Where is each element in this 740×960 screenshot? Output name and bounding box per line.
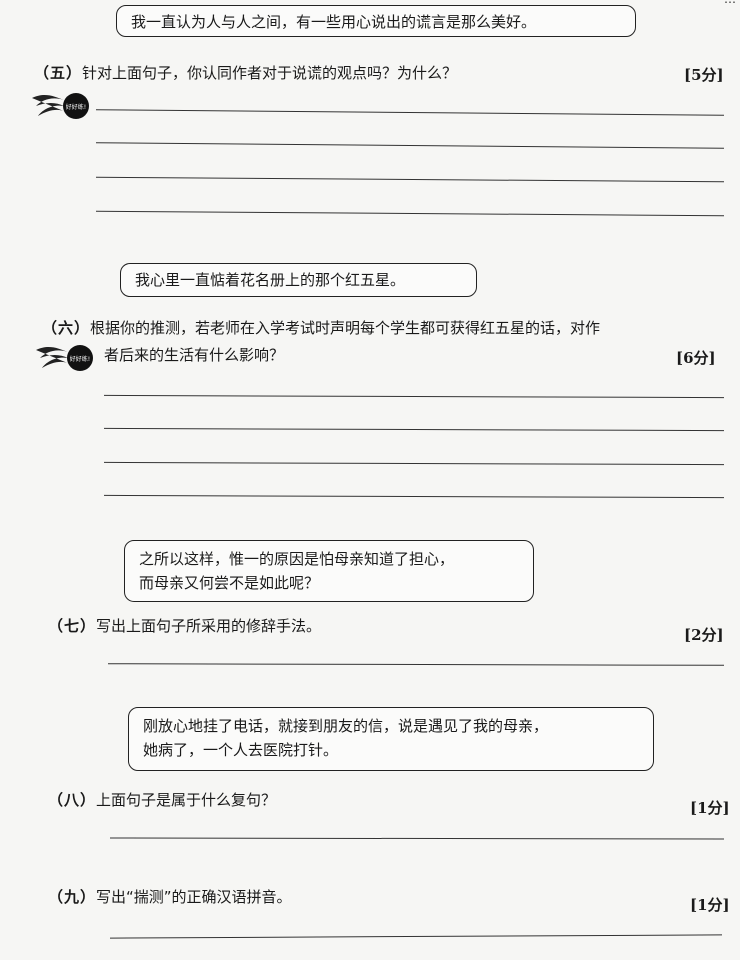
question-8: （八）上面句子是属于什么复句？ bbox=[48, 789, 276, 811]
quote-text-5: 我一直认为人与人之间，有一些用心说出的谎言是那么美好。 bbox=[131, 13, 537, 31]
quote-text-8b: 她病了，一个人去医院打针。 bbox=[143, 741, 339, 759]
question-6-line-1: （六）根据你的推测，若老师在入学考试时声明每个学生都可获得红五星的话，对作 bbox=[42, 317, 600, 339]
marks-8: [1分] bbox=[690, 799, 730, 817]
quote-box-8: 刚放心地挂了电话，就接到朋友的信，说是遇见了我的母亲， 她病了，一个人去医院打针… bbox=[128, 707, 654, 771]
answer-line[interactable] bbox=[96, 176, 724, 183]
question-number-7: （七） bbox=[48, 617, 97, 635]
fire-icon: 好好练! bbox=[32, 93, 89, 119]
answer-line[interactable] bbox=[104, 461, 724, 466]
fire-badge-text: 好好练! bbox=[66, 103, 86, 111]
answer-line[interactable] bbox=[104, 394, 724, 399]
quote-box-5: 我一直认为人与人之间，有一些用心说出的谎言是那么美好。 bbox=[116, 5, 636, 37]
quote-box-7: 之所以这样，惟一的原因是怕母亲知道了担心， 而母亲又何尝不是如此呢？ bbox=[124, 540, 534, 602]
question-text-6b: 者后来的生活有什么影响？ bbox=[104, 346, 285, 364]
question-9: （九）写出“揣测”的正确汉语拼音。 bbox=[48, 886, 292, 908]
question-number-6: （六） bbox=[42, 319, 91, 337]
question-6-line-2: 者后来的生活有什么影响？ bbox=[104, 344, 284, 366]
question-text-5: 针对上面句子，你认同作者对于说谎的观点吗？为什么？ bbox=[82, 64, 458, 82]
answer-line[interactable] bbox=[96, 109, 724, 116]
quote-box-6: 我心里一直惦着花名册上的那个红五星。 bbox=[120, 263, 477, 297]
question-text-8: 上面句子是属于什么复句？ bbox=[96, 791, 277, 809]
fire-icon: 好好练! bbox=[36, 345, 93, 371]
marks-5: [5分] bbox=[684, 66, 724, 84]
answer-line[interactable] bbox=[110, 934, 722, 939]
answer-line[interactable] bbox=[109, 837, 725, 840]
question-number-8: （八） bbox=[48, 791, 97, 809]
answer-line[interactable] bbox=[104, 494, 724, 499]
answer-line[interactable] bbox=[104, 427, 724, 432]
fire-badge-text: 好好练! bbox=[70, 355, 90, 363]
marks-7: [2分] bbox=[684, 626, 724, 644]
quote-text-8a: 刚放心地挂了电话，就接到朋友的信，说是遇见了我的母亲， bbox=[143, 717, 549, 735]
question-5: （五）针对上面句子，你认同作者对于说谎的观点吗？为什么？ bbox=[34, 62, 457, 84]
question-text-9: 写出“揣测”的正确汉语拼音。 bbox=[96, 888, 292, 906]
quote-text-6: 我心里一直惦着花名册上的那个红五星。 bbox=[135, 271, 406, 289]
corner-mark: … bbox=[724, 0, 736, 6]
question-text-7: 写出上面句子所采用的修辞手法。 bbox=[96, 617, 322, 635]
answer-line[interactable] bbox=[96, 142, 724, 149]
quote-text-7a: 之所以这样，惟一的原因是怕母亲知道了担心， bbox=[139, 550, 455, 568]
question-number-5: （五） bbox=[34, 64, 83, 82]
question-number-9: （九） bbox=[48, 888, 97, 906]
quote-text-7b: 而母亲又何尝不是如此呢？ bbox=[139, 574, 320, 592]
marks-6: [6分] bbox=[676, 349, 716, 367]
question-7: （七）写出上面句子所采用的修辞手法。 bbox=[48, 615, 321, 637]
answer-line[interactable] bbox=[107, 663, 725, 666]
question-text-6a: 根据你的推测，若老师在入学考试时声明每个学生都可获得红五星的话，对作 bbox=[90, 319, 601, 337]
marks-9: [1分] bbox=[690, 896, 730, 914]
answer-line[interactable] bbox=[96, 210, 724, 217]
